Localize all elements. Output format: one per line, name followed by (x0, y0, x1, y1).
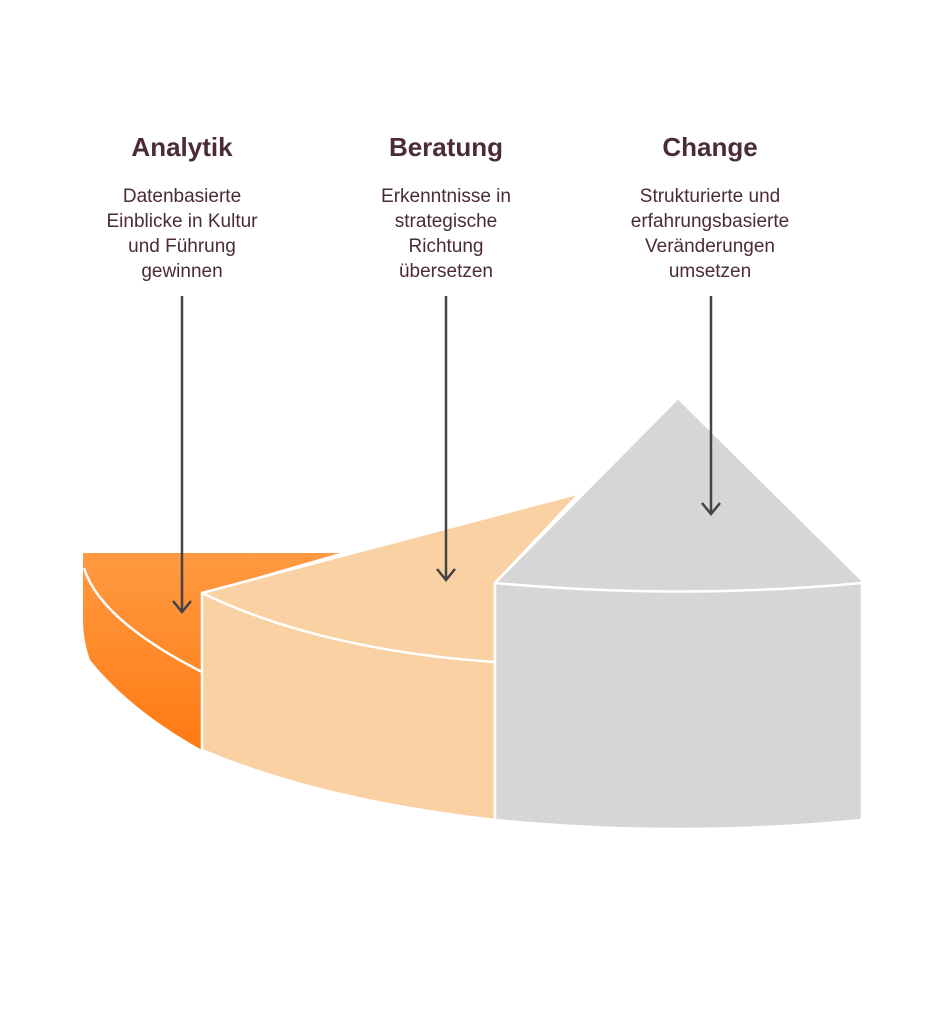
change-description: Strukturierte und erfahrungsbasierte Ver… (590, 184, 830, 284)
beratung-slice (200, 490, 584, 822)
desc-line: übersetzen (398, 261, 493, 282)
desc-line: Einblicke in Kultur (106, 211, 258, 232)
desc-line: und Führung (128, 236, 236, 257)
desc-line: Erkenntnisse in (381, 186, 511, 207)
desc-line: Strukturierte und (639, 186, 781, 207)
analytik-title: Analytik (131, 132, 233, 162)
arrow-beratung (436, 296, 456, 582)
desc-line: Datenbasierte (122, 186, 242, 207)
desc-line: Richtung (408, 236, 484, 257)
desc-line: umsetzen (668, 261, 752, 282)
beratung-title: Beratung (388, 132, 504, 162)
change-title: Change (662, 132, 758, 162)
desc-line: erfahrungsbasierte (630, 211, 790, 232)
beratung-description: Erkenntnisse in strategische Richtung üb… (326, 184, 566, 284)
desc-line: strategische (394, 211, 498, 232)
arrow-analytik (172, 296, 192, 614)
arrow-change (701, 296, 721, 516)
change-slice (493, 396, 864, 831)
analytik-description: Datenbasierte Einblicke in Kultur und Fü… (62, 184, 302, 284)
analytik-slice (82, 553, 340, 750)
desc-line: gewinnen (141, 261, 223, 282)
desc-line: Veränderungen (645, 236, 775, 257)
